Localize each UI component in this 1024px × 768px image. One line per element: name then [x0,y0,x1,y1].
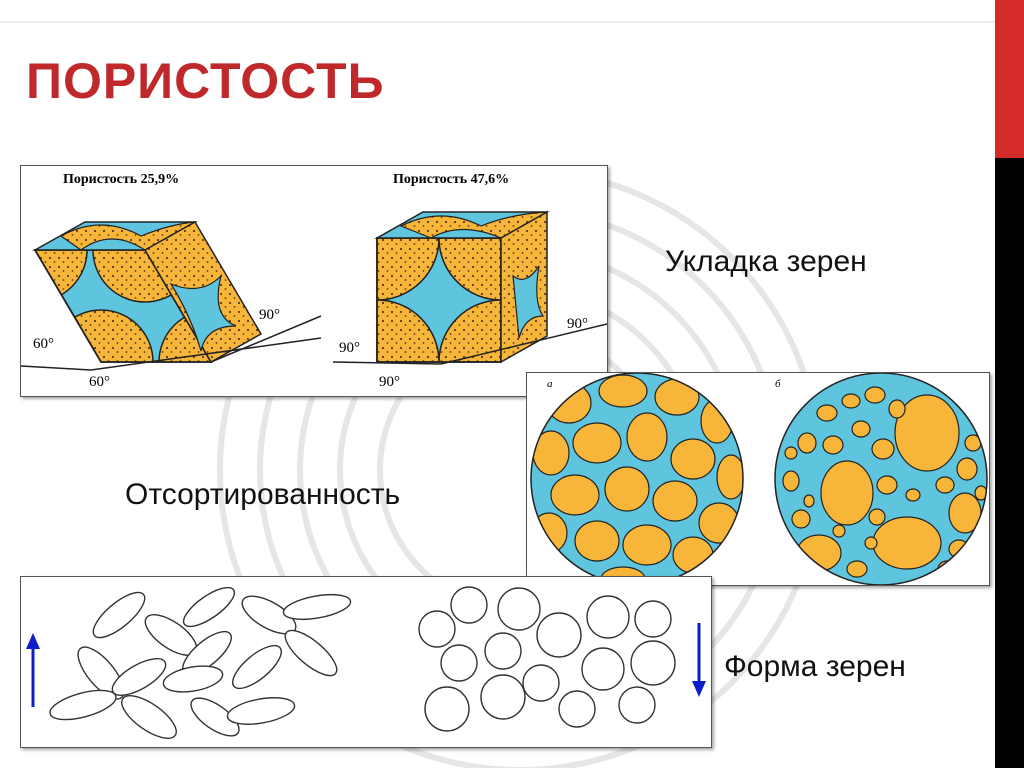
left-angle-label-left: 60° [33,336,54,352]
angular-grains [49,586,352,739]
right-angle-label-bottom: 90° [379,374,400,390]
arrow-down-icon [692,623,706,697]
rounded-grains [418,586,676,732]
grain-shape-figure [20,576,712,748]
sorting-caption: Отсортированность [125,478,401,511]
sorting-figure: а б [526,372,990,586]
well-sorted-circle [530,373,744,585]
side-bar-accent [995,0,1024,158]
sorting-label-a: а [547,378,553,390]
left-angle-label-bottom: 60° [89,374,110,390]
right-cube-diagram: 90° 90° 90° Пористость 47,6% [332,172,607,390]
right-porosity-label: Пористость 47,6% [393,172,509,187]
left-porosity-label: Пористость 25,9% [63,172,179,187]
right-angle-label-right: 90° [567,316,588,332]
slide-title: ПОРИСТОСТЬ [26,53,385,109]
sorting-label-b: б [775,378,781,390]
right-angle-label-left: 90° [339,340,360,356]
packing-caption: Укладка зерен [665,245,867,278]
arrow-up-icon [26,633,40,707]
shape-caption: Форма зерен [724,650,906,683]
left-cube-diagram: 60° 60° 90° Пористость 25,9% [21,172,322,390]
packing-figure: 60° 60° 90° Пористость 25,9% 90° 90° 90° [20,165,608,397]
poorly-sorted-circle [774,373,988,585]
left-angle-label-right: 90° [259,307,280,323]
